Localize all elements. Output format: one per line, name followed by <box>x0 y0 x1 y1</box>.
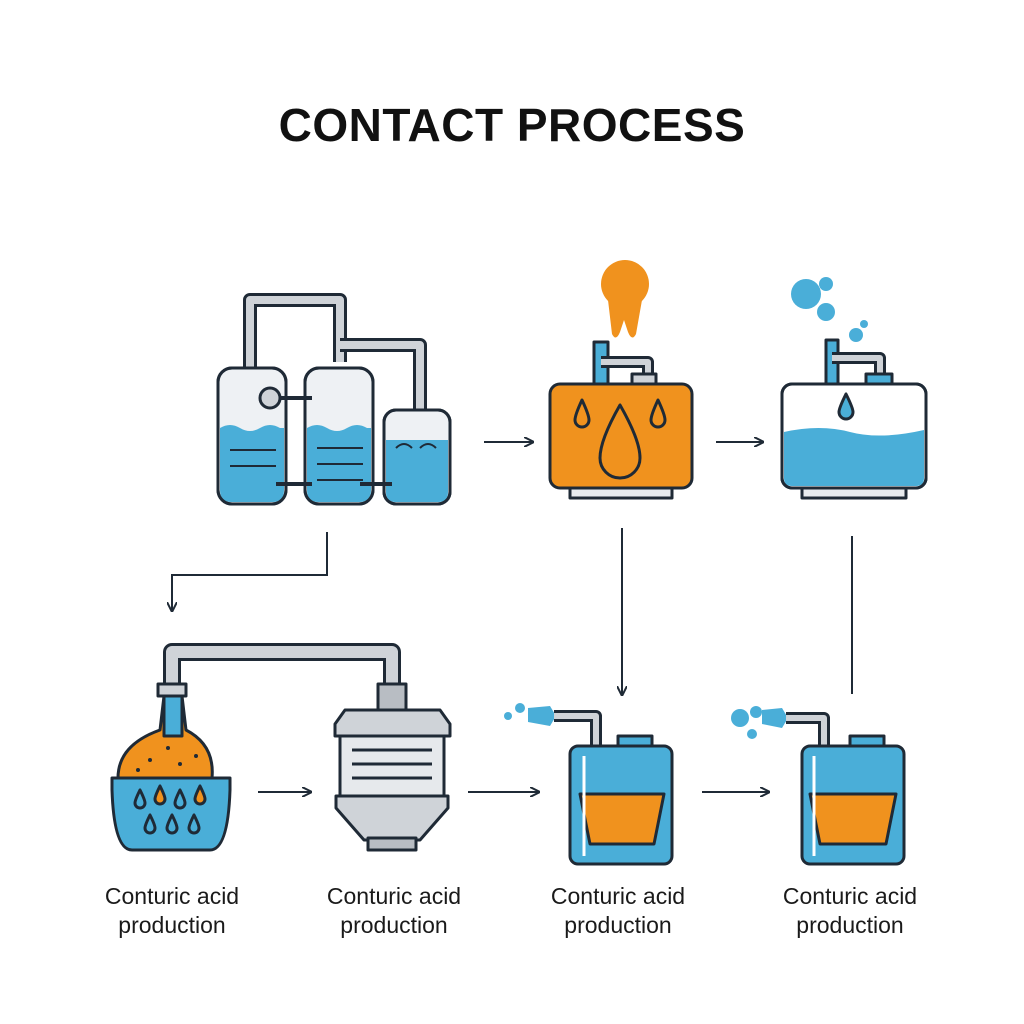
acid-container-icon <box>504 703 674 866</box>
step-label-2-line2: production <box>340 912 448 938</box>
step-label-1-line1: Conturic acid <box>104 883 240 909</box>
diagram-title: CONTACT PROCESS <box>278 99 746 151</box>
step-label-1-line2: production <box>118 912 226 938</box>
arrow-plant-to-flask <box>172 532 328 610</box>
step-label-3: Conturic acid production <box>498 882 738 940</box>
step-label-3-line2: production <box>564 912 672 938</box>
step-label-4-line1: Conturic acid <box>782 883 918 909</box>
step-label-4-line2: production <box>796 912 904 938</box>
water-tank-icon <box>780 277 928 500</box>
acid-container-icon <box>731 706 906 866</box>
step-label-2-line1: Conturic acid <box>326 883 462 909</box>
step-label-3-line1: Conturic acid <box>550 883 686 909</box>
bubbling-flask-icon <box>110 643 401 852</box>
metal-converter-icon <box>333 682 452 852</box>
three-tank-plant-icon <box>216 293 452 506</box>
step-label-4: Conturic acid production <box>730 882 970 940</box>
orange-heater-tank-icon <box>548 260 694 500</box>
step-label-1: Conturic acid production <box>52 882 292 940</box>
step-label-2: Conturic acid production <box>274 882 514 940</box>
